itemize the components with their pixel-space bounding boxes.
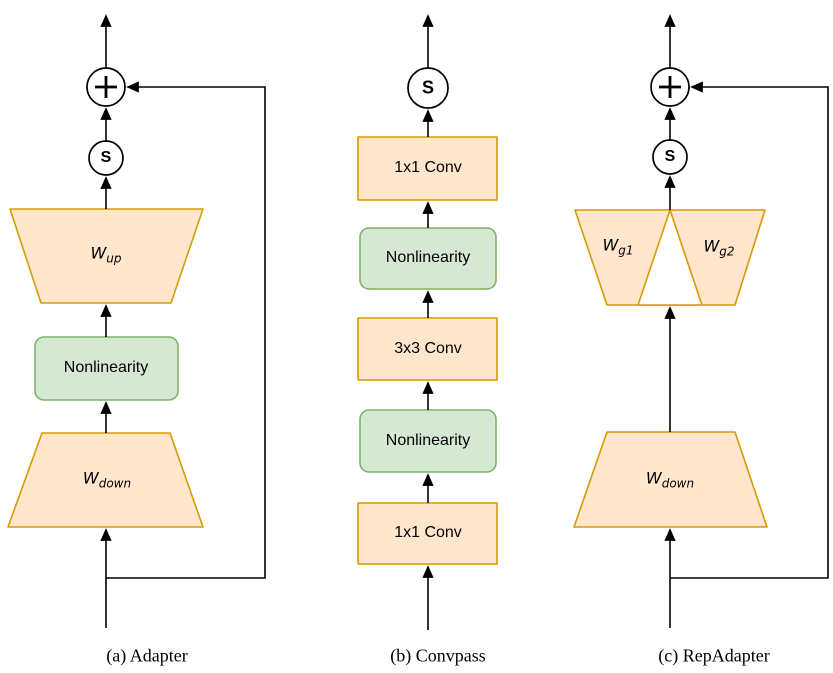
w-g2-sub: g2 (719, 244, 735, 259)
w-down-sub: down (98, 476, 132, 491)
w-g1-sub: g1 (618, 243, 634, 258)
w-down-trapezoid (573, 431, 768, 528)
panel-b-convpass (357, 14, 498, 630)
w-up-label: Wup (90, 243, 122, 266)
w-down-label: Wdown (82, 468, 132, 491)
conv-1x1-block-bottom (357, 502, 498, 565)
nonlinearity-upper-label: Nonlinearity (385, 249, 471, 266)
plus-icon (95, 76, 117, 98)
w-g2-label: Wg2 (703, 236, 735, 259)
w-g2-base: W (703, 236, 720, 256)
w-down-sub: down (661, 476, 695, 491)
w-group-notch (637, 209, 703, 306)
w-down-label: Wdown (645, 468, 695, 491)
w-down-base: W (82, 468, 99, 488)
w-g1-base: W (602, 235, 619, 255)
w-up-sub: up (106, 251, 122, 266)
conv-3x3-block (357, 317, 498, 381)
caption-a: (a) Adapter (106, 645, 188, 666)
panel-c-repadapter (573, 14, 829, 628)
caption-c: (c) RepAdapter (658, 645, 770, 666)
skip-connection (670, 81, 829, 579)
conv-1x1-bottom-label: 1x1 Conv (394, 524, 462, 541)
scale-label: S (100, 149, 112, 166)
conv-3x3-label: 3x3 Conv (394, 340, 462, 357)
w-down-trapezoid (7, 432, 204, 528)
caption-b: (b) Convpass (390, 645, 486, 666)
skip-connection (106, 81, 266, 579)
w-down-base: W (645, 468, 662, 488)
nonlinearity-label: Nonlinearity (63, 359, 149, 376)
w-g1-label: Wg1 (602, 235, 634, 258)
scale-label: S (421, 77, 435, 98)
scale-label: S (664, 148, 676, 165)
w-up-trapezoid (9, 208, 204, 304)
plus-icon (659, 76, 681, 98)
panel-a-adapter (7, 14, 266, 628)
nonlinearity-lower-label: Nonlinearity (385, 432, 471, 449)
w-up-base: W (90, 243, 107, 263)
conv-1x1-top-label: 1x1 Conv (394, 159, 462, 176)
